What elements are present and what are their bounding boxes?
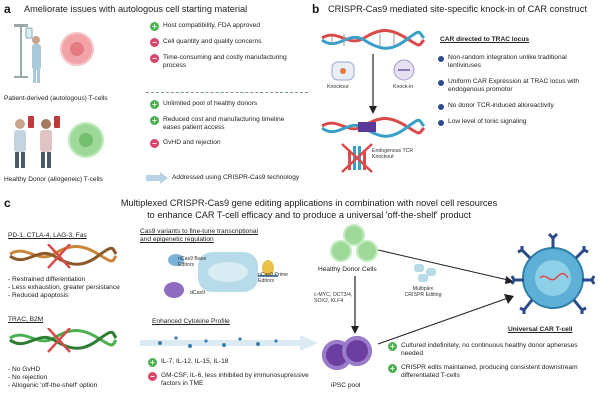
plus-icon: + xyxy=(388,364,397,373)
knockin-label: Knock-in xyxy=(393,84,414,90)
trac-effect: - No GvHD xyxy=(8,366,41,373)
panel-c-title-line1: Multiplexed CRISPR-Cas9 gene editing app… xyxy=(120,198,498,208)
allogeneic-points: + Unlimited pool of healthy donors + Red… xyxy=(150,100,305,148)
ipsc-cell xyxy=(342,336,372,366)
car-point: Non-random integration unlike traditiona… xyxy=(438,54,596,70)
ipsc-point: + CRISPR edits maintained, producing con… xyxy=(388,364,596,380)
trac-effect: - No rejection xyxy=(8,374,48,381)
dcas9-label: dCas9 xyxy=(190,290,205,296)
checkpoint-dna-knockout-illustration xyxy=(9,244,118,269)
universal-car-tcell-illustration xyxy=(510,232,596,314)
car-points: Non-random integration unlike traditiona… xyxy=(438,54,596,126)
healthy-donor-illustration xyxy=(14,116,60,168)
bullet-icon xyxy=(438,104,444,110)
minus-icon: − xyxy=(148,372,157,381)
base-editors-label: nCas9 Base Editors xyxy=(178,256,207,269)
bullet-icon xyxy=(438,120,444,126)
universal-car-label: Universal CAR T-cell xyxy=(508,326,573,333)
car-heading: CAR directed to TRAC locus xyxy=(440,36,530,43)
panel-c-title-line2: to enhance CAR T-cell efficacy and to pr… xyxy=(147,210,471,220)
allogeneic-point: + Unlimited pool of healthy donors xyxy=(150,100,305,109)
healthy-donor-cell xyxy=(343,224,365,246)
healthy-donor-cell xyxy=(356,240,378,262)
multiplex-label: Multiplex CRISPR Editing xyxy=(404,286,442,299)
checkpoint-effects: - Restrained differentiation - Less exha… xyxy=(8,276,138,300)
panel-b-title: CRISPR-Cas9 mediated site-specific knock… xyxy=(328,4,587,14)
panel-b-letter: b xyxy=(312,2,320,16)
checkpoint-heading: PD-1, CTLA-4, LAG-3, Fas xyxy=(8,232,87,239)
cytokine-heading: Enhanced Cytokine Profile xyxy=(152,318,230,325)
cytokine-arrow-illustration xyxy=(140,335,318,351)
plus-icon: + xyxy=(150,100,159,109)
trac-heading: TRAC, B2M xyxy=(8,316,44,323)
healthy-donor-cell xyxy=(330,240,352,262)
addressed-text: Addressed using CRISPR-Cas9 technology xyxy=(172,174,300,181)
reprogramming-factors: c-MYC, OCT3/4, SOX2, KLF4 xyxy=(314,292,353,305)
autologous-tcell-nucleus xyxy=(70,42,84,56)
panel-a-letter: a xyxy=(4,2,11,16)
car-point: Low level of tonic signaling xyxy=(438,118,596,126)
autologous-point: − Time-consuming and costly manufacturin… xyxy=(150,54,300,70)
endogenous-tcr-label: Endogenous TCR Knockout xyxy=(372,148,414,161)
ipsc-points: + Cultured indefinitely, no continuous h… xyxy=(388,342,596,380)
healthy-donor-label: Healthy Donor Cells xyxy=(318,266,377,273)
minus-icon: − xyxy=(150,139,159,148)
checkpoint-effect: - Reduced apoptosis xyxy=(8,292,69,299)
panel-c-letter: c xyxy=(4,196,11,210)
knockout-label: Knockout xyxy=(327,84,349,90)
cytokine-minus-row: − GM-CSF, IL-6, less inhibited by immuno… xyxy=(148,372,318,388)
checkpoint-effect: - Less exhaustion, greater persistance xyxy=(8,284,120,291)
bullet-icon xyxy=(438,80,444,86)
donor-label: Healthy Donor (allogeneic) T-cells xyxy=(4,176,103,183)
plus-icon: + xyxy=(150,22,159,31)
trac-dna-knockout-illustration xyxy=(9,328,118,353)
dna-knockin-illustration xyxy=(321,29,426,173)
ipsc-point: + Cultured indefinitely, no continuous h… xyxy=(388,342,596,358)
down-arrow-icon xyxy=(351,276,359,334)
prime-editors-label: nCas9 Prime Editors xyxy=(258,272,288,285)
cas9-heading-line1: Cas9 variants to fine-tune transcription… xyxy=(140,228,259,235)
plus-icon: + xyxy=(150,116,159,125)
autologous-points: + Host compatibility, FDA approved − Cel… xyxy=(150,22,300,70)
cytokine-plus-row: + IL-7, IL-12, IL-15, IL-18 xyxy=(148,358,318,367)
minus-icon: − xyxy=(150,38,159,47)
trac-effect: - Allogenic 'off-the-shelf' option xyxy=(8,382,98,389)
right-arrow-icon xyxy=(146,172,168,184)
cas9-heading-line2: and epigenetic regulation xyxy=(140,236,214,243)
panel-a-title: Ameliorate issues with autologous cell s… xyxy=(24,4,248,14)
allogeneic-point: + Reduced cost and manufacturing timelin… xyxy=(150,116,305,132)
plus-icon: + xyxy=(388,342,397,351)
multiplex-editing-illustration xyxy=(414,264,436,282)
ipsc-label: iPSC pool xyxy=(331,382,361,389)
cas9-variants-illustration xyxy=(164,252,278,298)
patient-label: Patient-derived (autologous) T-cells xyxy=(4,95,108,102)
plus-icon: + xyxy=(148,358,157,367)
minus-icon: − xyxy=(150,54,159,63)
autologous-point: + Host compatibility, FDA approved xyxy=(150,22,300,31)
car-point: No donor TCR-induced alloreactivity xyxy=(438,102,596,110)
car-point: Uniform CAR Expression at TRAC locus wit… xyxy=(438,78,596,94)
patient-bed-illustration xyxy=(14,24,41,83)
bullet-icon xyxy=(438,56,444,62)
divider xyxy=(146,92,308,93)
allogeneic-point: − GvHD and rejection xyxy=(150,139,305,148)
convergence-arrows xyxy=(378,249,514,345)
trac-effects: - No GvHD - No rejection - Allogenic 'of… xyxy=(8,366,138,390)
checkpoint-effect: - Restrained differentiation xyxy=(8,276,86,283)
allogeneic-tcell-nucleus xyxy=(79,133,93,147)
autologous-point: − Cell quantity and quality concerns xyxy=(150,38,300,47)
